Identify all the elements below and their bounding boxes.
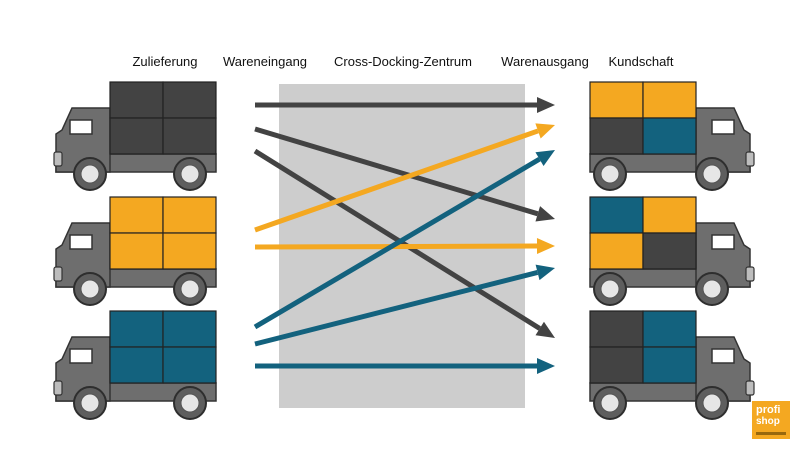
cargo-block bbox=[109, 346, 164, 384]
cargo-block bbox=[162, 346, 217, 384]
cargo-block bbox=[109, 81, 164, 119]
cargo-block bbox=[589, 310, 644, 348]
truck-window bbox=[69, 348, 93, 364]
flow-arrow-line bbox=[254, 269, 539, 347]
truck-window bbox=[69, 234, 93, 250]
truck-hubcap bbox=[600, 279, 620, 299]
cargo-block bbox=[589, 232, 644, 270]
cargo-block bbox=[642, 81, 697, 119]
truck-hubcap bbox=[180, 164, 200, 184]
cargo-block bbox=[162, 232, 217, 270]
flow-arrow-head bbox=[535, 321, 555, 338]
truck-hubcap bbox=[600, 393, 620, 413]
truck-hubcap bbox=[702, 164, 722, 184]
supply-truck bbox=[53, 196, 217, 306]
header-cross-docking: Cross-Docking-Zentrum bbox=[334, 54, 472, 69]
customer-truck bbox=[589, 310, 755, 420]
cargo-block bbox=[642, 346, 697, 384]
flow-arrow-line bbox=[254, 126, 539, 217]
profishop-logo: profi shop bbox=[752, 401, 790, 439]
cargo-block bbox=[162, 196, 217, 234]
cargo-block bbox=[642, 310, 697, 348]
cargo-block bbox=[589, 196, 644, 234]
cargo-block bbox=[162, 117, 217, 155]
truck-hubcap bbox=[80, 164, 100, 184]
truck-light bbox=[53, 380, 63, 396]
truck-hubcap bbox=[180, 393, 200, 413]
customer-truck bbox=[589, 196, 755, 306]
flow-arrow-head bbox=[535, 206, 555, 222]
truck-window bbox=[711, 119, 735, 135]
cargo-block bbox=[642, 196, 697, 234]
cargo-block bbox=[642, 232, 697, 270]
header-zulieferung: Zulieferung bbox=[132, 54, 198, 69]
supply-truck bbox=[53, 81, 217, 191]
truck-hubcap bbox=[702, 393, 722, 413]
header-wareneingang: Wareneingang bbox=[222, 54, 308, 69]
flow-arrow-head bbox=[535, 264, 555, 281]
cargo-block bbox=[589, 117, 644, 155]
truck-hubcap bbox=[702, 279, 722, 299]
logo-line-1: profi bbox=[756, 404, 781, 416]
truck-light bbox=[745, 151, 755, 167]
truck-window bbox=[711, 234, 735, 250]
logo-tagline-bar bbox=[756, 432, 786, 435]
truck-hubcap bbox=[600, 164, 620, 184]
truck-window bbox=[711, 348, 735, 364]
flow-arrow-head bbox=[536, 238, 555, 255]
flow-arrow-line bbox=[253, 156, 541, 330]
flow-arrow-head bbox=[537, 358, 555, 374]
truck-light bbox=[745, 380, 755, 396]
truck-light bbox=[53, 266, 63, 282]
cargo-block bbox=[109, 196, 164, 234]
flow-arrow-head bbox=[537, 97, 555, 113]
cargo-block bbox=[162, 81, 217, 119]
truck-light bbox=[745, 266, 755, 282]
flow-arrow-head bbox=[535, 150, 555, 167]
flow-arrow-head bbox=[535, 123, 555, 139]
customer-truck bbox=[589, 81, 755, 191]
flow-arrow-line bbox=[254, 128, 539, 233]
truck-hubcap bbox=[80, 279, 100, 299]
truck-light bbox=[53, 151, 63, 167]
cargo-block bbox=[589, 346, 644, 384]
truck-window bbox=[69, 119, 93, 135]
cargo-block bbox=[109, 232, 164, 270]
header-kundschaft: Kundschaft bbox=[608, 54, 674, 69]
truck-hubcap bbox=[180, 279, 200, 299]
cargo-block bbox=[162, 310, 217, 348]
cargo-block bbox=[109, 310, 164, 348]
supply-truck bbox=[53, 310, 217, 420]
cargo-block bbox=[589, 81, 644, 119]
cargo-block bbox=[109, 117, 164, 155]
logo-line-2: shop bbox=[756, 416, 780, 427]
header-warenausgang: Warenausgang bbox=[501, 54, 589, 69]
truck-hubcap bbox=[80, 393, 100, 413]
cargo-block bbox=[642, 117, 697, 155]
flow-arrow-line bbox=[253, 148, 542, 331]
